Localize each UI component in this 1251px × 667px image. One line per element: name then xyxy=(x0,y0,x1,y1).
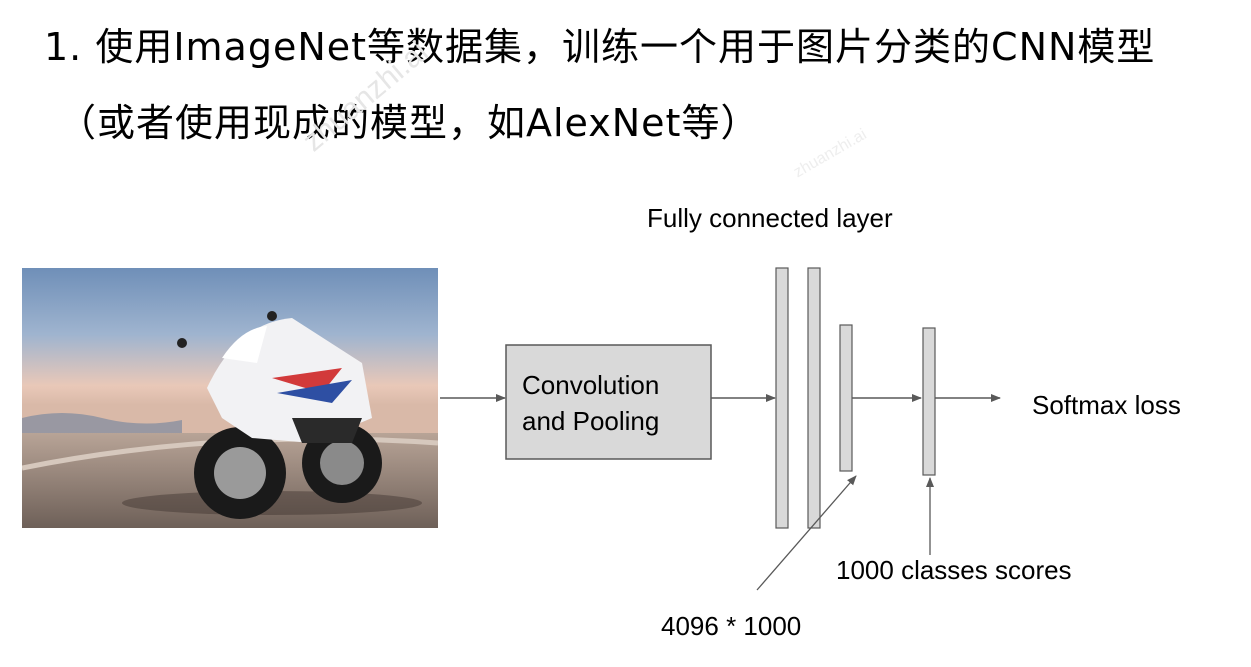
softmax-loss-label: Softmax loss xyxy=(1032,390,1181,420)
fc-layer-1 xyxy=(775,267,789,529)
weights-size-label: 4096 * 1000 xyxy=(661,611,801,641)
conv-pooling-box xyxy=(505,344,712,460)
slide-heading-line-1: 1. 使用ImageNet等数据集，训练一个用于图片分类的CNN模型 xyxy=(44,25,1156,69)
conv-box-label-line-2: and Pooling xyxy=(522,406,659,436)
classes-scores-label: 1000 classes scores xyxy=(836,555,1072,585)
fc-layer-2 xyxy=(807,267,821,529)
fc-layer-3 xyxy=(839,324,853,472)
conv-box-label-line-1: Convolution xyxy=(522,370,659,400)
slide-heading-line-2: （或者使用现成的模型，如AlexNet等） xyxy=(58,101,760,145)
scores-layer xyxy=(922,327,936,476)
motorcycle-photo xyxy=(22,268,438,528)
pointer-arrow-weights xyxy=(756,475,857,591)
fully-connected-layer-title: Fully connected layer xyxy=(647,203,893,233)
